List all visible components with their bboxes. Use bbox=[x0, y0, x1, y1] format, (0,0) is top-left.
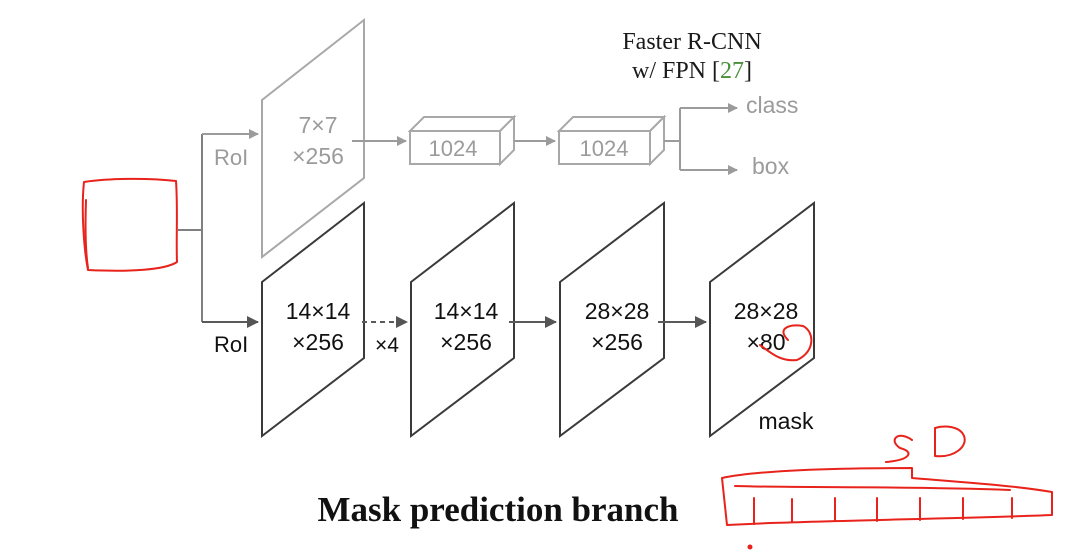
feature-map-28x28-a bbox=[559, 200, 665, 438]
mask-feature-2: 14×14 ×256 bbox=[410, 200, 515, 439]
citation-open: [ bbox=[712, 58, 720, 84]
repeat-label: ×4 bbox=[375, 334, 399, 357]
f3-line1: 28×28 bbox=[585, 298, 650, 324]
feature-map-28x28-mask bbox=[709, 200, 815, 438]
fc1-box bbox=[407, 114, 517, 167]
annotation-roi-box bbox=[81, 177, 178, 272]
output-fork bbox=[664, 103, 738, 175]
header-line-2-prefix: w/ FPN bbox=[632, 58, 712, 84]
mask-label: mask bbox=[759, 408, 814, 434]
roi-label-top: RoI bbox=[214, 145, 248, 170]
fc2-box-front bbox=[558, 130, 651, 165]
fc1-label: 1024 bbox=[429, 136, 478, 161]
caption: Mask prediction branch bbox=[317, 490, 678, 529]
f1-line1: 14×14 bbox=[286, 298, 351, 324]
feature-map-14x14-a bbox=[261, 200, 365, 439]
feature-map-14x14-b bbox=[410, 200, 515, 439]
top-feature-map: 7×7 ×256 bbox=[261, 17, 365, 260]
fc1-box-top bbox=[407, 116, 517, 132]
annotation-roi-box-inner-stroke bbox=[84, 199, 89, 269]
f2-line1: 14×14 bbox=[434, 298, 499, 324]
mask-feature-1: 14×14 ×256 bbox=[261, 200, 365, 439]
fc2-box-top bbox=[556, 116, 667, 132]
fc2-label: 1024 bbox=[580, 136, 629, 161]
citation-number: 27 bbox=[720, 58, 744, 84]
faster-rcnn-title: Faster R-CNN w/ FPN [27] bbox=[622, 29, 761, 84]
feature-7x7-line2: ×256 bbox=[292, 143, 344, 169]
annotation-mask-bar bbox=[721, 467, 1053, 526]
f2-line2: ×256 bbox=[440, 329, 492, 355]
annotation-circle-80 bbox=[759, 324, 813, 362]
annotation-handwritten-mark bbox=[885, 425, 966, 463]
output-class-label: class bbox=[746, 92, 798, 118]
f3-line2: ×256 bbox=[591, 329, 643, 355]
header-line-1: Faster R-CNN bbox=[622, 29, 761, 55]
header-line-2: w/ FPN [27] bbox=[632, 58, 752, 84]
annotation-mask-bar-inner bbox=[734, 485, 1011, 491]
annotation-dot bbox=[747, 544, 753, 550]
fc2-box bbox=[556, 114, 667, 167]
f1-line2: ×256 bbox=[292, 329, 344, 355]
mask-feature-3: 28×28 ×256 bbox=[559, 200, 665, 438]
feature-7x7-line1: 7×7 bbox=[298, 112, 337, 138]
annotation-mask-bar-dividers bbox=[753, 497, 1013, 525]
output-box-label: box bbox=[752, 153, 790, 179]
mask-feature-4: 28×28 ×80 mask bbox=[709, 200, 815, 438]
f4-line2: ×80 bbox=[746, 329, 785, 355]
input-connector bbox=[178, 129, 259, 328]
red-annotations bbox=[81, 177, 1053, 550]
roi-label-bottom: RoI bbox=[214, 332, 248, 357]
f4-line1: 28×28 bbox=[734, 298, 799, 324]
fc1-box-front bbox=[409, 130, 501, 165]
citation-close: ] bbox=[744, 58, 752, 84]
